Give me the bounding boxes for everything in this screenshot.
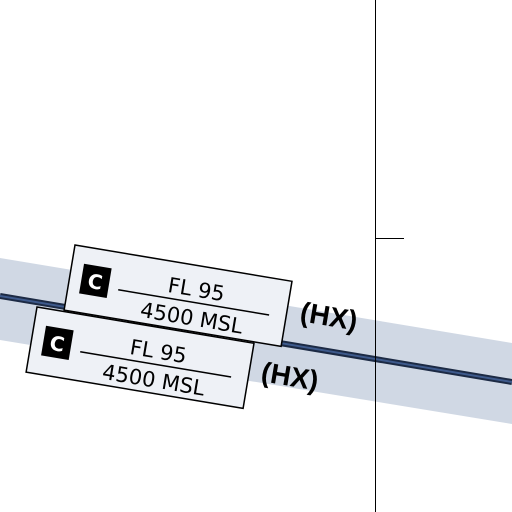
class-badge — [41, 325, 74, 360]
airspace-label-lower: C FL 95 4500 MSL — [25, 306, 255, 410]
altitude-divider — [118, 289, 270, 316]
class-letter: C — [86, 269, 104, 295]
class-letter: C — [48, 331, 66, 357]
label-box — [63, 244, 293, 348]
label-box — [25, 306, 255, 410]
altitude-divider — [80, 351, 232, 378]
class-badge — [79, 263, 112, 298]
airspace-label-upper: C FL 95 4500 MSL — [63, 244, 293, 348]
